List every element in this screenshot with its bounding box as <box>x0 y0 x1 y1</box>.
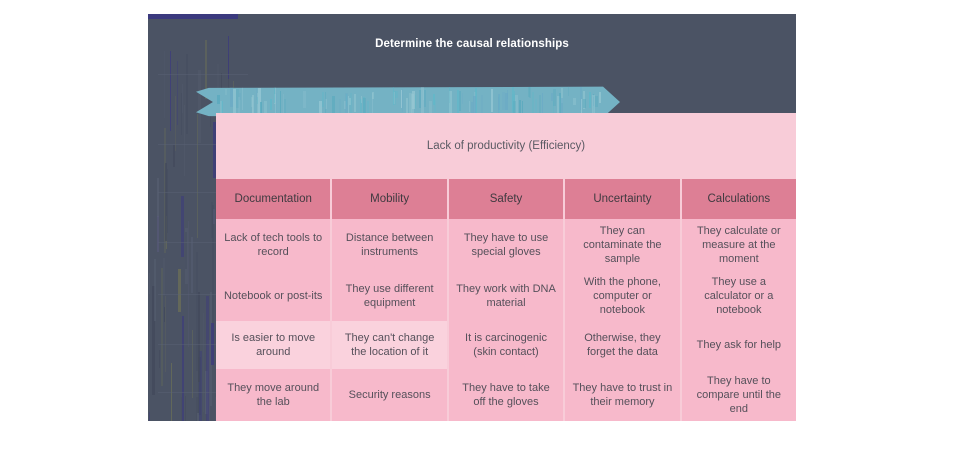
category-header-safety[interactable]: Safety <box>449 179 566 219</box>
cause-cell[interactable]: They use different equipment <box>332 271 449 321</box>
cause-cell[interactable]: They have to compare until the end <box>681 369 796 421</box>
cause-cell[interactable]: They can't change the location of it <box>332 321 449 369</box>
cause-cell-text: They use a calculator or a notebook <box>704 275 774 317</box>
cause-cell-text: They have to compare until the end <box>696 374 782 416</box>
cause-cell-text: They move around the lab <box>227 381 320 408</box>
cause-cell[interactable]: They can contaminate the sample <box>565 219 682 271</box>
cause-cell-text: They can contaminate the sample <box>583 224 662 266</box>
cause-cell-text: They have to use special gloves <box>463 231 549 258</box>
cause-cell-text: They use different equipment <box>345 282 434 309</box>
cause-analysis-table: Lack of productivity (Efficiency) Docume… <box>216 113 796 421</box>
cause-cell[interactable]: They have to trust in their memory <box>565 369 682 421</box>
cause-cell-text: It is carcinogenic (skin contact) <box>465 331 547 358</box>
causal-spine-arrow <box>196 86 620 118</box>
top-indigo-bar <box>148 14 238 19</box>
category-header-mobility[interactable]: Mobility <box>332 179 449 219</box>
cause-cell-text: With the phone, computer or notebook <box>583 275 661 317</box>
cause-cell[interactable]: They work with DNA material <box>448 271 566 321</box>
category-header-row: Documentation Mobility Safety Uncertaint… <box>216 179 796 219</box>
cause-cell-text: Lack of tech tools to record <box>224 231 323 258</box>
effect-banner: Lack of productivity (Efficiency) <box>216 113 796 179</box>
category-header-label: Safety <box>489 193 523 205</box>
table-row: They move around the lab Security reason… <box>216 369 796 421</box>
cause-cell-text: They can't change the location of it <box>344 331 435 358</box>
category-header-label: Uncertainty <box>593 193 652 205</box>
cause-cell-text: Distance between instruments <box>345 231 434 258</box>
effect-banner-label: Lack of productivity (Efficiency) <box>426 140 586 152</box>
cause-cell-text: They have to take off the gloves <box>462 381 550 408</box>
category-header-uncertainty[interactable]: Uncertainty <box>565 179 682 219</box>
cause-cell[interactable]: They calculate or measure at the moment <box>681 219 796 271</box>
cause-cell-text: Notebook or post-its <box>223 289 323 302</box>
cause-cell[interactable]: It is carcinogenic (skin contact) <box>448 321 566 369</box>
cause-cell-text: They have to trust in their memory <box>572 381 673 408</box>
cause-cell[interactable]: They move around the lab <box>216 369 333 421</box>
cause-cell[interactable]: With the phone, computer or notebook <box>565 271 682 321</box>
category-header-label: Mobility <box>370 193 410 205</box>
cause-cell-text: Otherwise, they forget the data <box>584 331 661 358</box>
cause-cell-text: Security reasons <box>348 388 431 401</box>
cause-cell[interactable]: They use a calculator or a notebook <box>681 271 796 321</box>
cause-cell[interactable]: Security reasons <box>332 369 449 421</box>
table-row: Is easier to move around They can't chan… <box>216 321 796 369</box>
cause-cell[interactable]: They have to take off the gloves <box>448 369 566 421</box>
cause-cell[interactable]: Is easier to move around <box>216 321 333 369</box>
cause-cell[interactable]: Notebook or post-its <box>216 271 333 321</box>
cause-cell-text: Is easier to move around <box>231 331 316 358</box>
cause-cell-text: They work with DNA material <box>456 282 556 309</box>
cause-cell-text: They calculate or measure at the moment <box>696 224 781 266</box>
cause-cell[interactable]: They ask for help <box>681 321 796 369</box>
category-header-label: Documentation <box>234 193 312 205</box>
cause-cell[interactable]: Distance between instruments <box>332 219 449 271</box>
category-header-documentation[interactable]: Documentation <box>216 179 333 219</box>
cause-cell[interactable]: Lack of tech tools to record <box>216 219 333 271</box>
cause-cell-text: They ask for help <box>696 338 782 351</box>
page-title: Determine the causal relationships <box>375 38 569 50</box>
category-header-calculations[interactable]: Calculations <box>682 179 796 219</box>
cause-cell[interactable]: Otherwise, they forget the data <box>565 321 682 369</box>
cause-cell[interactable]: They have to use special gloves <box>448 219 566 271</box>
category-header-label: Calculations <box>707 193 771 205</box>
table-row: Lack of tech tools to record Distance be… <box>216 219 796 271</box>
table-row: Notebook or post-its They use different … <box>216 271 796 321</box>
